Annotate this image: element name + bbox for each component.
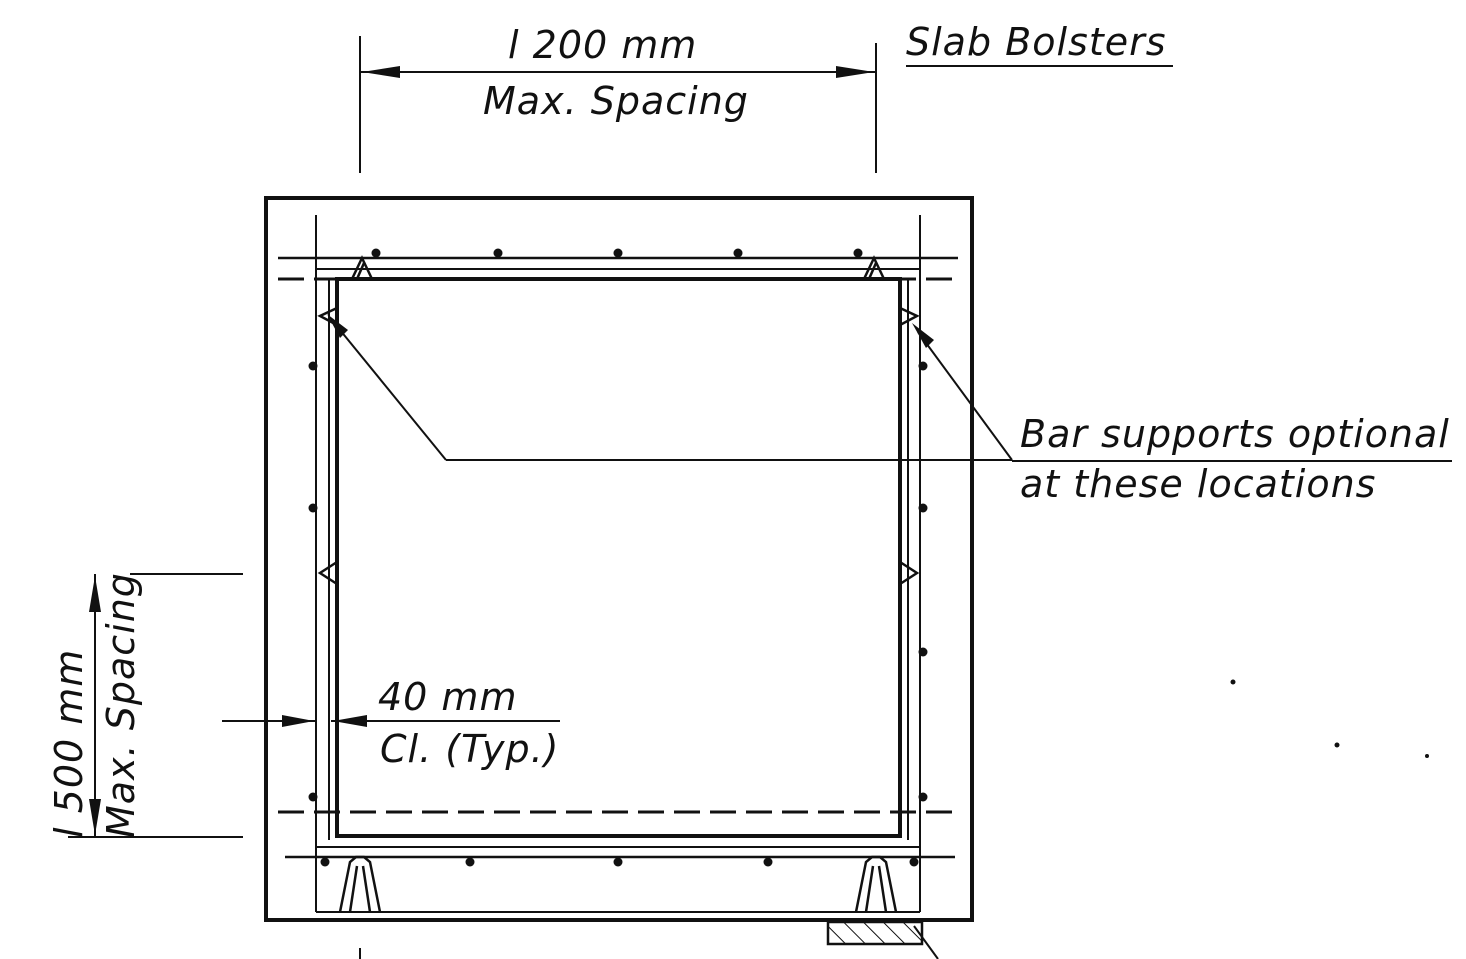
side-dimension: [68, 573, 243, 838]
top-dimension-note: Max. Spacing: [483, 79, 749, 123]
bar-supports-label-line1: Bar supports optional: [1020, 412, 1450, 456]
side-dimension-note: Max. Spacing: [99, 572, 143, 838]
cover-note: Cl. (Typ.): [380, 727, 560, 771]
bar-supports-label-line2: at these locations: [1020, 462, 1377, 506]
top-dimension: [359, 36, 877, 173]
bottom-reinforcement: [278, 810, 958, 913]
side-dimension-value: l 500 mm: [47, 648, 91, 838]
side-bar-supports: [317, 306, 920, 586]
top-reinforcement: [278, 256, 958, 281]
base-pad: [826, 920, 939, 959]
top-bar-dots: [371, 248, 863, 258]
outer-concrete-outline: [264, 196, 974, 922]
slab-bolster-chairs: [350, 255, 886, 280]
cover-value: 40 mm: [378, 675, 518, 719]
bottom-bar-supports: [338, 855, 898, 913]
wall-bar-dots: [308, 361, 928, 802]
bottom-bar-dots: [320, 857, 919, 867]
bar-supports-underline: [1012, 460, 1452, 462]
cover-dimension: [222, 715, 560, 727]
slab-bolsters-label: Slab Bolsters: [906, 23, 1173, 67]
bar-supports-leaders: [327, 314, 1013, 461]
wall-reinforcement: [315, 215, 921, 912]
top-dimension-value: l 200 mm: [508, 23, 698, 67]
stray-marks: [359, 679, 1429, 959]
